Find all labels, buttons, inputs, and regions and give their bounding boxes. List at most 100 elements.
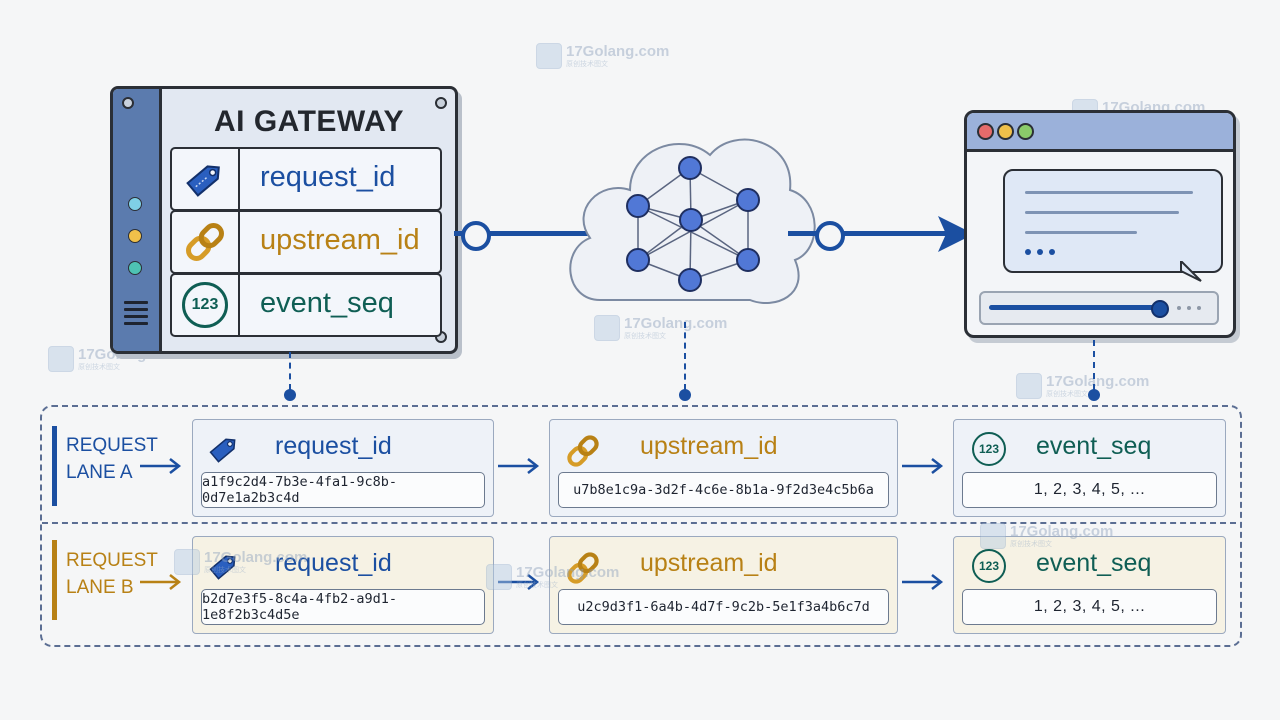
chain-link-icon: [172, 212, 240, 272]
watermark-title: 17Golang.com: [566, 43, 670, 60]
vent-icon: [124, 322, 148, 325]
network-cloud-icon: [569, 138, 816, 305]
screw-icon: [435, 97, 447, 109]
lane-b-accent-bar: [52, 540, 57, 620]
watermark-logo-icon: [594, 315, 620, 341]
tag-icon: [209, 555, 236, 580]
bubble-tail-icon: [1180, 261, 1202, 282]
watermark-title: 17Golang.com: [1010, 523, 1114, 540]
lane-b-upstream-id-card: upstream_id u2c9d3f1-6a4b-4d7f-9c2b-5e1f…: [549, 536, 898, 634]
gateway-title: AI GATEWAY: [213, 105, 405, 138]
lane-a-label: REQUEST LANE A: [66, 432, 158, 486]
dot-icon: [1177, 306, 1181, 310]
lane-a-request-id-card: request_id a1f9c2d4-7b3e-4fa1-9c8b-0d7e1…: [192, 419, 494, 517]
gateway-row-request-id: request_id: [170, 147, 442, 211]
id-value-box: a1f9c2d4-7b3e-4fa1-9c8b-0d7e1a2b3c4d: [201, 472, 485, 508]
close-dot-icon: [977, 123, 994, 140]
tag-icon: [172, 149, 240, 209]
vertical-dashed-connector: [1093, 340, 1095, 390]
lane-b-event-seq-card: 123 event_seq 1, 2, 3, 4, 5, ...: [953, 536, 1226, 634]
vent-icon: [124, 301, 148, 304]
watermark-title: 17Golang.com: [516, 564, 620, 581]
arrow-right-icon: [140, 458, 182, 474]
screw-icon: [122, 97, 134, 109]
lane-a-upstream-id-card: upstream_id u7b8e1c9a-3d2f-4c6e-8b1a-9f2…: [549, 419, 898, 517]
connector-node-icon: [461, 221, 491, 251]
id-value-box: u7b8e1c9a-3d2f-4c6e-8b1a-9f2d3e4c5b6a: [558, 472, 889, 508]
dot-icon: [1197, 306, 1201, 310]
chain-link-icon: [567, 552, 599, 584]
status-led-icon: [128, 229, 142, 243]
arrow-right-icon: [902, 574, 944, 590]
ai-gateway-server: AI GATEWAY request_id upstream_id 123 ev…: [110, 86, 458, 354]
text-line-icon: [1025, 231, 1137, 234]
arrow-right-icon: [140, 574, 182, 590]
lane-label-line: LANE A: [66, 462, 133, 483]
seq-123-icon: 123: [972, 432, 1006, 466]
arrow-right-icon: [498, 458, 540, 474]
gateway-row-label: upstream_id: [260, 224, 420, 256]
maximize-dot-icon: [1017, 123, 1034, 140]
lane-a-accent-bar: [52, 426, 57, 506]
typing-dot-icon: [1049, 249, 1055, 255]
watermark-logo-icon: [174, 549, 200, 575]
watermark-subtitle: 原创技术图文: [204, 566, 246, 574]
lane-label-line: LANE B: [66, 577, 134, 598]
seq-123-icon: 123: [172, 275, 240, 335]
dot-icon: [1187, 306, 1191, 310]
text-line-icon: [1025, 191, 1193, 194]
id-value-box: b2d7e3f5-8c4a-4fb2-a9d1-1e8f2b3c4d5e: [201, 589, 485, 625]
watermark-logo-icon: [1016, 373, 1042, 399]
watermark-subtitle: 原创技术图文: [1010, 540, 1052, 548]
watermark-logo-icon: [486, 564, 512, 590]
vertical-dashed-connector: [684, 322, 686, 390]
vent-icon: [124, 308, 148, 311]
lane-b-request-id-card: request_id b2d7e3f5-8c4a-4fb2-a9d1-1e8f2…: [192, 536, 494, 634]
minimize-dot-icon: [997, 123, 1014, 140]
lane-label-line: REQUEST: [66, 550, 158, 571]
vertical-dashed-connector: [289, 352, 291, 390]
watermark-subtitle: 原创技术图文: [624, 332, 666, 340]
arrow-head-icon: [938, 216, 974, 252]
connector-dot-icon: [679, 389, 691, 401]
gateway-row-label: event_seq: [260, 287, 394, 319]
chat-bubble-icon: [1003, 169, 1223, 273]
connector-dot-icon: [284, 389, 296, 401]
gateway-row-event-seq: 123 event_seq: [170, 273, 442, 337]
status-led-icon: [128, 197, 142, 211]
id-value-box: u2c9d3f1-6a4b-4d7f-9c2b-5e1f3a4b6c7d: [558, 589, 889, 625]
gateway-row-label: request_id: [260, 161, 396, 193]
typing-dot-icon: [1037, 249, 1043, 255]
card-title: request_id: [275, 549, 392, 577]
card-title: upstream_id: [640, 549, 778, 577]
connector-line: [454, 231, 596, 236]
arrow-right-icon: [902, 458, 944, 474]
stream-progress: [979, 291, 1219, 325]
seq-value-box: 1, 2, 3, 4, 5, ...: [962, 472, 1217, 508]
request-lanes-container: [40, 405, 1242, 647]
watermark-title: 17Golang.com: [1046, 373, 1150, 390]
watermark-subtitle: 原创技术图文: [78, 363, 120, 371]
watermark-logo-icon: [980, 523, 1006, 549]
browser-title-bar: [967, 113, 1233, 152]
arrow-right-icon: [498, 574, 540, 590]
connector-line: [788, 231, 948, 236]
browser-window-icon: [964, 110, 1236, 338]
progress-knob-icon: [1151, 300, 1169, 318]
watermark-subtitle: 原创技术图文: [1046, 390, 1088, 398]
watermark-title: 17Golang.com: [204, 549, 308, 566]
lane-a-event-seq-card: 123 event_seq 1, 2, 3, 4, 5, ...: [953, 419, 1226, 517]
card-title: event_seq: [1036, 549, 1152, 577]
seq-badge: 123: [182, 282, 228, 328]
tag-icon: [209, 438, 236, 463]
lane-b-label: REQUEST LANE B: [66, 547, 158, 601]
watermark-logo-icon: [48, 346, 74, 372]
watermark-subtitle: 原创技术图文: [566, 60, 608, 68]
gateway-row-upstream-id: upstream_id: [170, 210, 442, 274]
